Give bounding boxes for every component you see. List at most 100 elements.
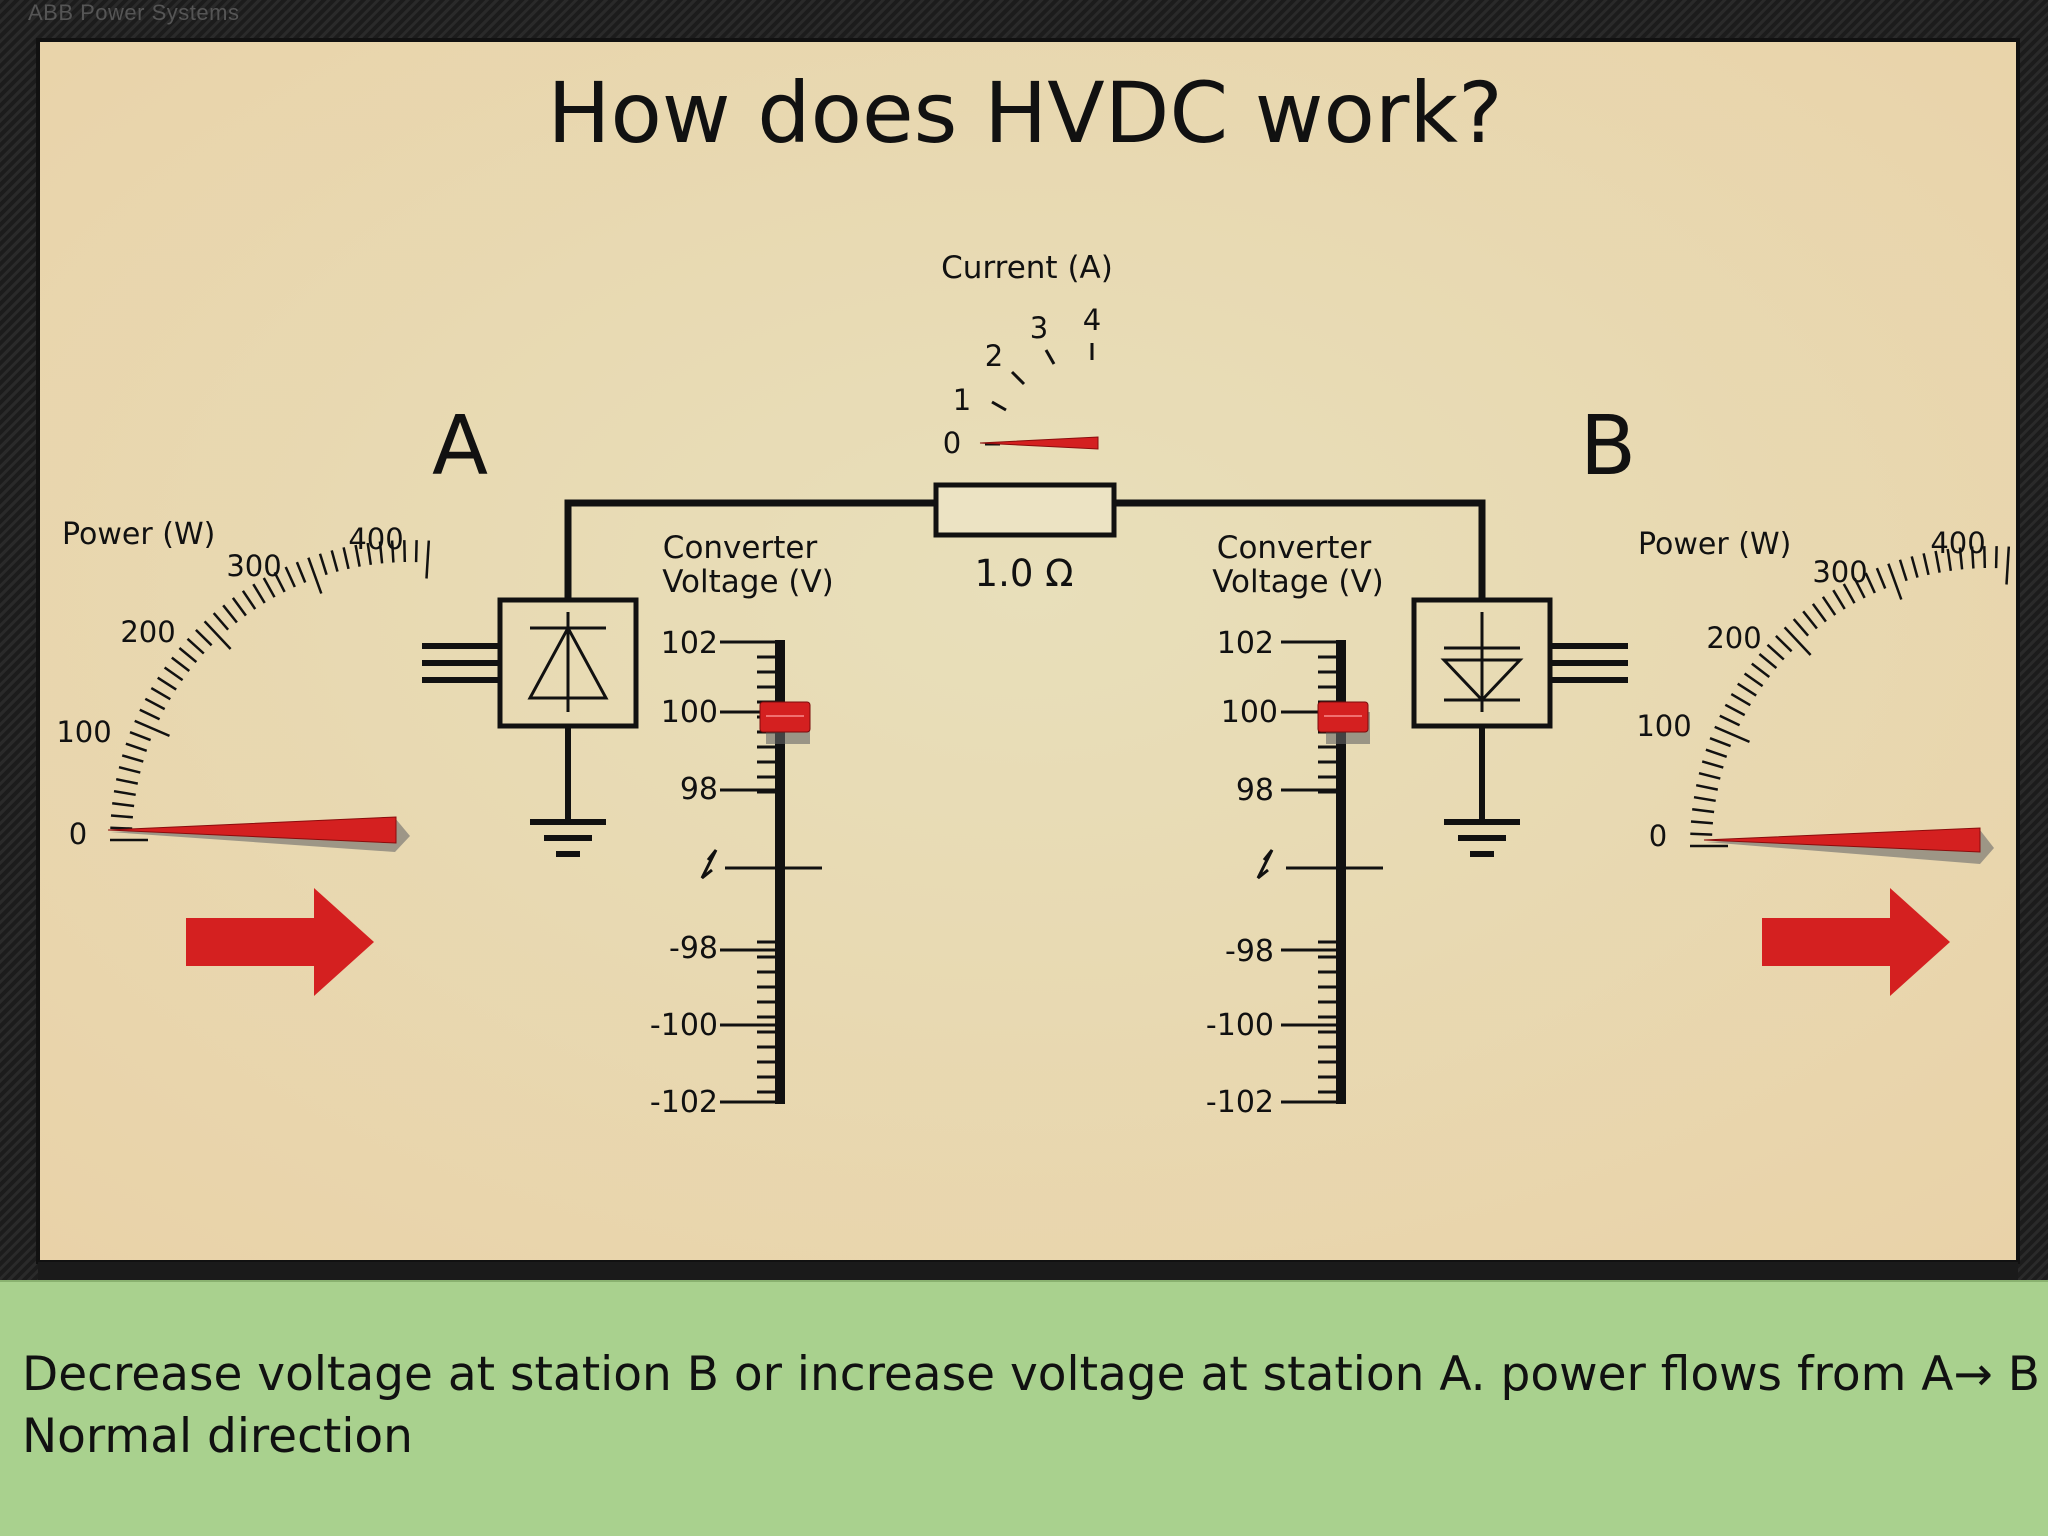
power-meter-b-ticks (1690, 546, 2011, 848)
tick-mark (150, 687, 171, 701)
power-meter-b-needle (1703, 827, 1994, 864)
current-tick-label: 0 (943, 426, 961, 460)
power-meter-b-label: Power (W) (1638, 527, 1791, 562)
tick-mark (307, 557, 323, 594)
tick-mark (1958, 547, 1964, 570)
current-tick-label: 3 (1030, 311, 1048, 345)
tick-mark (171, 656, 191, 672)
tick-mark (1709, 737, 1732, 748)
slider-b-tick-label: 100 (1221, 695, 1278, 730)
current-meter-needle (979, 436, 1099, 450)
tick-mark (2005, 546, 2011, 585)
tick-mark (1758, 653, 1778, 670)
tick-mark (212, 612, 230, 631)
tick-mark (195, 629, 213, 647)
ground-b-icon (1444, 726, 1520, 857)
tick-mark (262, 577, 276, 598)
tick-mark (1792, 618, 1810, 637)
tick-mark (186, 637, 205, 655)
tick-mark (1853, 577, 1866, 599)
tick-mark (163, 666, 184, 682)
tick-mark (342, 547, 350, 570)
tick-mark (1842, 583, 1856, 604)
tick-mark (241, 590, 257, 610)
power-a-tick-label: 100 (56, 715, 111, 749)
tick-mark (1692, 808, 1715, 814)
slider-b-tick-label: -100 (1206, 1008, 1274, 1043)
tick-mark (1946, 548, 1953, 571)
tick-mark (157, 676, 177, 691)
caption-line-2: Normal direction (22, 1409, 413, 1464)
brand-watermark: ABB Power Systems (28, 0, 240, 25)
slider-b-break-icon (1256, 849, 1383, 880)
tick-mark (1898, 559, 1908, 582)
slider-a-tick-label: 100 (661, 695, 718, 730)
tick-mark (403, 540, 407, 563)
slider-a-track (775, 640, 785, 1104)
hvdc-diagram: How does HVDC work? Current (A) 0 1 2 3 … (36, 38, 2020, 1280)
tick-mark (1887, 563, 1903, 600)
dc-line (564, 499, 1486, 600)
current-tick-label: 1 (953, 383, 971, 417)
power-a-tick-label: 300 (226, 549, 281, 583)
tick-mark (1934, 550, 1941, 573)
tick-mark (1737, 682, 1757, 697)
tick-mark (425, 540, 431, 579)
power-meter-a-label: Power (W) (62, 517, 215, 552)
tick-mark (1714, 725, 1750, 744)
tick-mark (1690, 820, 1714, 825)
slider-a-tick-label: 98 (680, 772, 718, 807)
tick-mark (1701, 760, 1724, 769)
tick-mark (129, 731, 152, 742)
tick-mark (295, 561, 307, 583)
tick-mark (1730, 693, 1751, 707)
tick-mark (1983, 546, 1987, 569)
slider-b-tick-label: -98 (1225, 934, 1274, 969)
slider-a-handle[interactable] (759, 701, 811, 744)
tick-mark (1811, 603, 1827, 623)
tick-mark (1832, 589, 1846, 610)
diagram-panel (36, 38, 2020, 1264)
slider-b-tick-label: 102 (1217, 626, 1274, 661)
tick-mark (414, 540, 418, 563)
tick-mark (1693, 795, 1716, 803)
slider-b-handle[interactable] (1317, 701, 1370, 744)
tick-mark (252, 583, 266, 604)
slider-a-label-line2: Voltage (V) (662, 564, 834, 600)
tick-mark (330, 550, 339, 572)
ac-connection-a (422, 643, 500, 683)
slider-a-tick-label: -100 (650, 1008, 718, 1043)
tick-mark (110, 826, 133, 830)
tick-mark (1821, 596, 1837, 616)
tick-mark (273, 571, 286, 593)
power-flow-arrow-b-icon (1762, 888, 1950, 996)
tick-mark (366, 542, 373, 565)
slider-a-break-icon (700, 849, 822, 880)
line-resistor (933, 482, 1117, 538)
tick-mark (118, 765, 141, 774)
tick-mark (1724, 703, 1746, 717)
tick-mark (1695, 783, 1719, 791)
power-b-tick-label: 200 (1706, 621, 1761, 655)
slider-b-ticks (1281, 640, 1336, 1104)
footer-strip (38, 1262, 2018, 1280)
tick-mark (222, 604, 238, 624)
tick-mark (134, 719, 170, 738)
tick-mark (115, 777, 139, 785)
slider-b-track (1336, 640, 1346, 1104)
tick-mark (1775, 635, 1793, 653)
tick-mark (1783, 626, 1812, 656)
tick-mark (1994, 546, 1998, 569)
caption-text: Decrease voltage at station B or increas… (22, 1344, 2040, 1468)
tick-mark (1802, 610, 1818, 630)
slider-a-tick-label: 102 (661, 626, 718, 661)
tick-mark (139, 708, 161, 721)
tick-mark (112, 802, 135, 808)
tick-mark (110, 814, 134, 819)
caption-bar: Decrease voltage at station B or increas… (0, 1280, 2048, 1536)
slider-b-tick-label: -102 (1206, 1085, 1274, 1120)
power-b-tick-label: 400 (1930, 526, 1985, 560)
tick-mark (1875, 567, 1887, 589)
tick-mark (1751, 662, 1771, 678)
tick-mark (1766, 643, 1785, 661)
